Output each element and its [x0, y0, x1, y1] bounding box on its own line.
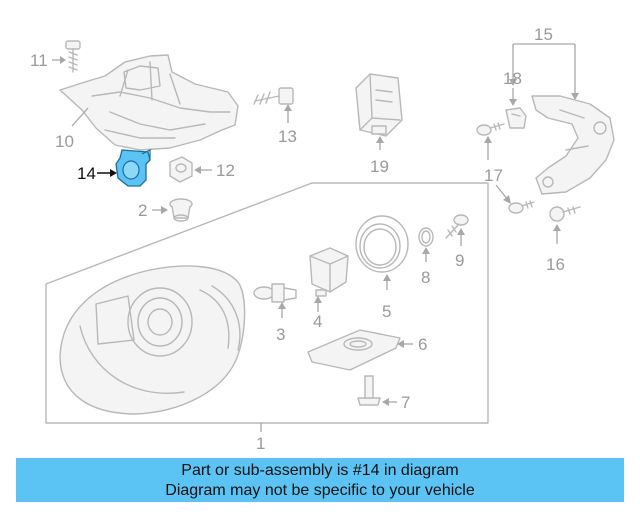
callout-7: 7: [401, 393, 410, 412]
part-4-socket: [309, 247, 349, 297]
callout-6: 6: [418, 335, 427, 354]
callout-14: 14: [77, 164, 96, 183]
callout-5: 5: [382, 302, 391, 321]
part-19-module: [355, 73, 403, 137]
part-3-bulb: [253, 283, 297, 303]
part-11-bolt: [65, 40, 81, 73]
callout-1: 1: [256, 434, 265, 453]
callout-17: 17: [484, 166, 503, 185]
callout-16: 16: [546, 255, 565, 274]
callout-19: 19: [370, 157, 389, 176]
part-15-bracket: [531, 95, 615, 195]
callout-4: 4: [313, 312, 322, 331]
part-8-seal: [418, 227, 434, 247]
info-banner: Part or sub-assembly is #14 in diagram D…: [16, 458, 624, 502]
part-12-nut: [169, 156, 193, 183]
part-7-clip: [357, 375, 381, 406]
callout-9: 9: [455, 251, 464, 270]
part-1-headlamp: [45, 182, 489, 424]
part-18-clip: [505, 107, 527, 129]
callout-15: 15: [534, 25, 553, 44]
callout-11: 11: [30, 51, 48, 70]
part-2-grommet: [169, 198, 193, 222]
parts-diagram: 11 10 13 14 12 2: [30, 25, 615, 453]
callout-8: 8: [421, 268, 430, 287]
banner-line-1: Part or sub-assembly is #14 in diagram: [181, 462, 459, 479]
banner-line-2: Diagram may not be specific to your vehi…: [165, 482, 475, 499]
callout-10: 10: [55, 132, 74, 151]
callout-3: 3: [276, 325, 285, 344]
callout-18: 18: [503, 69, 522, 88]
callout-12: 12: [216, 161, 235, 180]
part-6-plate: [307, 329, 401, 371]
part-16-bolt: [549, 206, 581, 222]
part-5-cap: [355, 215, 409, 273]
part-13-bolt: [253, 87, 294, 105]
callout-13: 13: [278, 127, 297, 146]
part-14-highlighted[interactable]: [115, 149, 151, 187]
part-17-bolts: [476, 122, 535, 214]
part-10-bracket: [59, 54, 239, 151]
callout-2: 2: [138, 201, 147, 220]
part-9-screw: [445, 214, 469, 239]
